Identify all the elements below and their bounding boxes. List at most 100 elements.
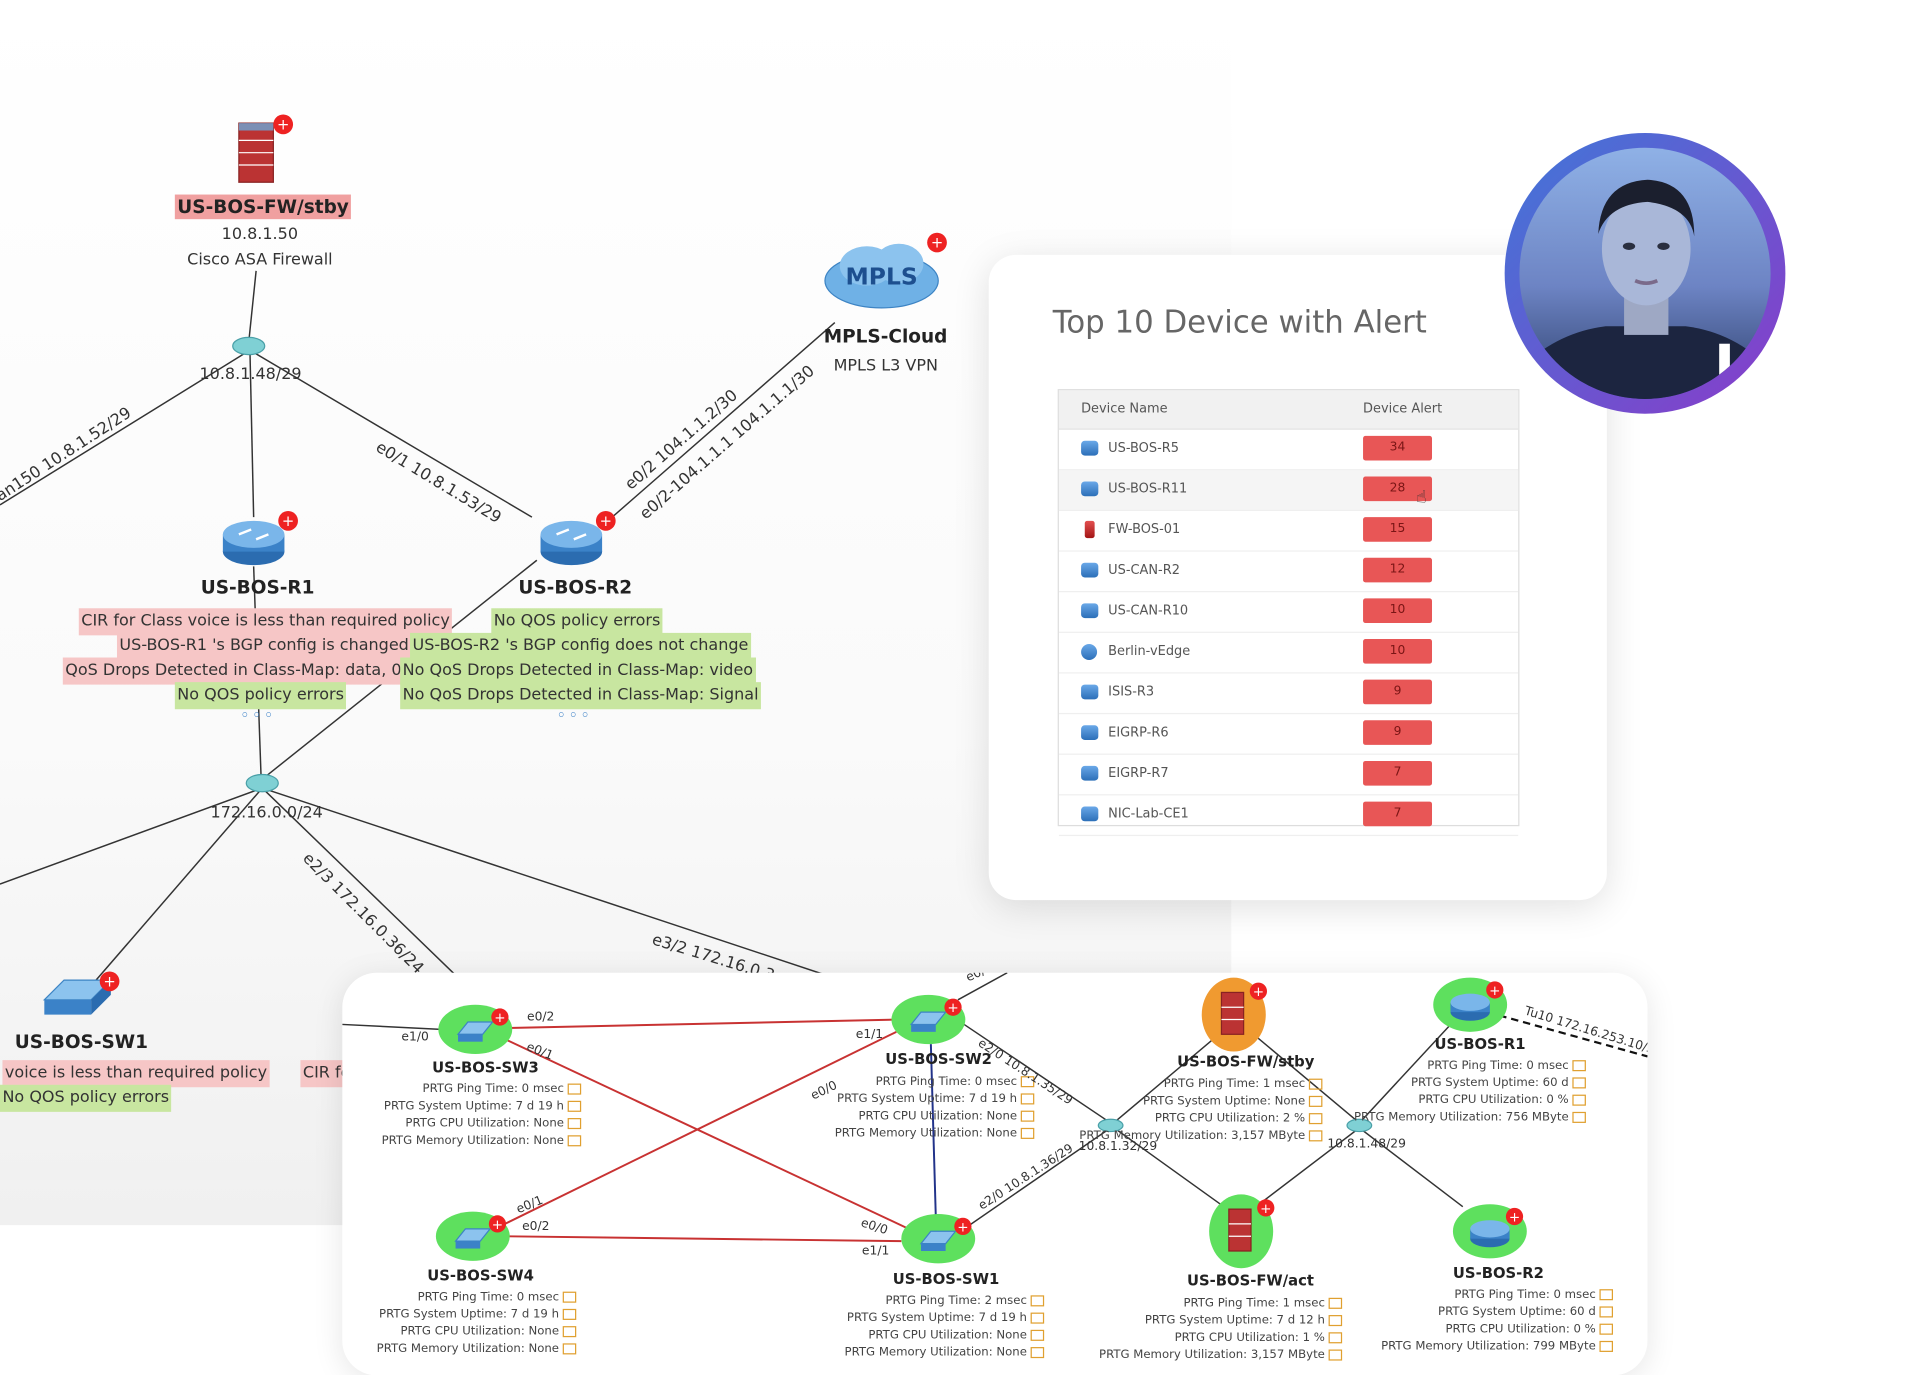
stat-line: PRTG System Uptime: 7 d 19 h bbox=[383, 1099, 564, 1114]
alert-count-badge[interactable]: 34 bbox=[1363, 435, 1433, 461]
graph-link-icon[interactable] bbox=[1308, 1130, 1323, 1142]
graph-link-icon[interactable] bbox=[1328, 1349, 1343, 1361]
node-name-fw-act[interactable]: US-BOS-FW/act bbox=[1186, 1271, 1314, 1290]
svg-text:+: + bbox=[600, 513, 612, 530]
graph-link-icon[interactable] bbox=[1599, 1323, 1614, 1335]
r1-name[interactable]: US-BOS-R1 bbox=[200, 576, 315, 599]
column-header-device-alert[interactable]: Device Alert bbox=[1363, 401, 1443, 417]
panel-title: Top 10 Device with Alert bbox=[1052, 304, 1427, 340]
switch-icon[interactable]: + bbox=[39, 968, 125, 1030]
router-icon[interactable]: + bbox=[1452, 1202, 1532, 1264]
alert-count-badge[interactable]: 10 bbox=[1363, 598, 1433, 624]
alert-count-badge[interactable]: 7 bbox=[1363, 760, 1433, 786]
graph-link-icon[interactable] bbox=[567, 1100, 582, 1112]
graph-link-icon[interactable] bbox=[1020, 1076, 1035, 1088]
graph-link-icon[interactable] bbox=[1572, 1111, 1586, 1123]
alert-count-badge[interactable]: 12 bbox=[1363, 557, 1433, 583]
graph-link-icon[interactable] bbox=[567, 1118, 582, 1130]
stat-line: PRTG Memory Utilization: None bbox=[376, 1342, 560, 1356]
hub-icon bbox=[1097, 1118, 1124, 1133]
stat-line: PRTG Ping Time: 0 msec bbox=[875, 1074, 1018, 1089]
firewall-icon[interactable]: + bbox=[1207, 1192, 1286, 1273]
graph-link-icon[interactable] bbox=[1030, 1347, 1045, 1359]
switch-icon[interactable]: + bbox=[438, 1002, 517, 1064]
device-name: EIGRP-R6 bbox=[1108, 725, 1169, 741]
firewall-icon[interactable]: + bbox=[231, 113, 305, 187]
r2-name[interactable]: US-BOS-R2 bbox=[518, 576, 633, 599]
node-name-sw3[interactable]: US-BOS-SW3 bbox=[432, 1058, 539, 1077]
prtg-map-panel[interactable]: + + + + + + + + US-BOS-SW3 US-BOS-SW4 US… bbox=[342, 972, 1648, 1375]
alert-count-badge[interactable]: 10 bbox=[1363, 639, 1433, 664]
graph-link-icon[interactable] bbox=[562, 1343, 577, 1355]
graph-link-icon[interactable] bbox=[567, 1135, 582, 1147]
alert-count-badge[interactable]: 15 bbox=[1363, 517, 1433, 542]
switch-icon[interactable]: + bbox=[435, 1209, 515, 1271]
router-icon[interactable]: + bbox=[219, 510, 305, 572]
switch-icon[interactable]: + bbox=[901, 1212, 980, 1274]
stat-line: PRTG CPU Utilization: None bbox=[405, 1116, 564, 1131]
table-row[interactable]: US-CAN-R10 10 bbox=[1058, 592, 1519, 633]
sw1-name[interactable]: US-BOS-SW1 bbox=[14, 1030, 149, 1053]
port-label: e1/1 bbox=[861, 1244, 890, 1259]
table-row[interactable]: EIGRP-R6 9 bbox=[1058, 714, 1519, 755]
graph-link-icon[interactable] bbox=[1308, 1113, 1323, 1125]
router-icon[interactable]: + bbox=[537, 510, 623, 572]
r1-more-dots[interactable]: ◦◦◦ bbox=[240, 706, 276, 726]
node-name-fw-stby[interactable]: US-BOS-FW/stby bbox=[1177, 1052, 1315, 1070]
r2-more-dots[interactable]: ◦◦◦ bbox=[556, 706, 593, 726]
graph-link-icon[interactable] bbox=[1030, 1295, 1045, 1307]
mpls-cloud-icon[interactable]: MPLS + bbox=[820, 231, 955, 317]
graph-link-icon[interactable] bbox=[1030, 1329, 1045, 1341]
graph-link-icon[interactable] bbox=[1599, 1340, 1614, 1352]
node-name-r1[interactable]: US-BOS-R1 bbox=[1434, 1035, 1526, 1053]
graph-link-icon[interactable] bbox=[1572, 1077, 1586, 1089]
mpls-cloud-name[interactable]: MPLS-Cloud bbox=[823, 325, 948, 348]
stat-line: PRTG Ping Time: 0 msec bbox=[1454, 1287, 1596, 1302]
device-name: US-CAN-R10 bbox=[1108, 603, 1189, 619]
switch-icon[interactable]: + bbox=[891, 992, 970, 1054]
graph-link-icon[interactable] bbox=[562, 1308, 577, 1320]
node-name-sw4[interactable]: US-BOS-SW4 bbox=[427, 1267, 534, 1285]
alert-count-badge[interactable]: 28 bbox=[1363, 476, 1433, 502]
graph-link-icon[interactable] bbox=[1020, 1093, 1035, 1105]
port-label: e1/1 bbox=[855, 1028, 884, 1042]
graph-link-icon[interactable] bbox=[1308, 1095, 1323, 1107]
alert-count-badge[interactable]: 7 bbox=[1363, 801, 1433, 827]
graph-link-icon[interactable] bbox=[567, 1083, 582, 1095]
stat-line: PRTG System Uptime: 60 d bbox=[1410, 1076, 1569, 1090]
graph-link-icon[interactable] bbox=[1599, 1289, 1614, 1301]
column-header-device-name[interactable]: Device Name bbox=[1081, 401, 1168, 417]
graph-link-icon[interactable] bbox=[1328, 1297, 1343, 1309]
graph-link-icon[interactable] bbox=[1328, 1332, 1343, 1344]
graph-link-icon[interactable] bbox=[1599, 1306, 1614, 1318]
fw-stby-name[interactable]: US-BOS-FW/stby bbox=[174, 194, 352, 220]
port-label: e1/0 bbox=[401, 1030, 429, 1045]
graph-link-icon[interactable] bbox=[1020, 1127, 1035, 1139]
subnet-label: 10.8.1.48/29 bbox=[199, 365, 302, 385]
alert-count-badge[interactable]: 9 bbox=[1363, 679, 1433, 705]
stat-line: PRTG Memory Utilization: 3,157 MByte bbox=[1079, 1129, 1306, 1143]
graph-link-icon[interactable] bbox=[1030, 1312, 1045, 1324]
graph-link-icon[interactable] bbox=[1020, 1110, 1035, 1122]
firewall-icon[interactable]: + bbox=[1199, 975, 1278, 1056]
router-icon[interactable]: + bbox=[1433, 975, 1512, 1037]
graph-link-icon[interactable] bbox=[562, 1326, 577, 1338]
node-name-sw2[interactable]: US-BOS-SW2 bbox=[885, 1050, 992, 1068]
node-name-r2[interactable]: US-BOS-R2 bbox=[1452, 1264, 1544, 1282]
graph-link-icon[interactable] bbox=[1328, 1315, 1343, 1327]
graph-link-icon[interactable] bbox=[1572, 1060, 1586, 1072]
stat-line: PRTG Ping Time: 1 msec bbox=[1163, 1077, 1306, 1091]
graph-link-icon[interactable] bbox=[1308, 1078, 1323, 1090]
graph-link-icon[interactable] bbox=[562, 1291, 577, 1303]
node-name-sw1[interactable]: US-BOS-SW1 bbox=[892, 1270, 1000, 1288]
graph-link-icon[interactable] bbox=[1572, 1094, 1586, 1106]
alert-count-badge[interactable]: 9 bbox=[1363, 720, 1433, 745]
